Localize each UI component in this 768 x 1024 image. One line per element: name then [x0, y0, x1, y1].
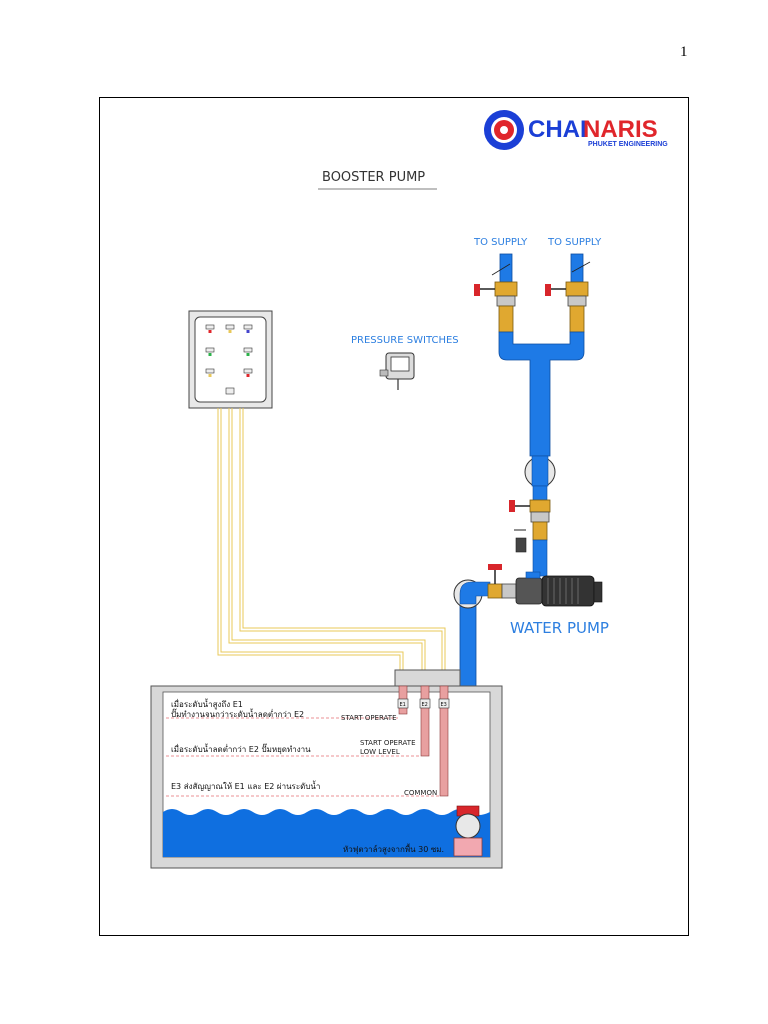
note-e3: E3 ส่งสัญญาณให้ E1 และ E2 ผ่านระดับน้ำ [171, 780, 320, 791]
pressure-switch-icon [379, 352, 415, 390]
supply-label-right: TO SUPPLY [547, 237, 602, 248]
valve-handle-icon [488, 564, 502, 570]
valve-handle-icon [509, 500, 515, 512]
drawing-frame [99, 97, 689, 936]
chainaris-logo: CHAI NARIS PHUKET ENGINEERING [484, 110, 668, 150]
tag-start-operate-low-2: LOW LEVEL [360, 748, 400, 756]
logo-name-part2: NARIS [583, 116, 658, 143]
note-e2: เมื่อระดับน้ำลดต่ำกว่า E2 ปั๊มหยุดทำงาน [171, 743, 311, 754]
page-number: 1 [680, 44, 688, 60]
foot-valve-note: หัวฟุตวาล์วสูงจากพื้น 30 ซม. [343, 843, 444, 855]
valve-handle-icon [545, 284, 551, 296]
foot-valve-icon [453, 837, 483, 857]
water-tank: E1 E2 E3 [150, 669, 503, 869]
note-e1-line1: เมื่อระดับน้ำสูงถึง E1 [171, 698, 243, 710]
water-body [163, 809, 490, 857]
water-pump-icon [515, 571, 603, 607]
valve-handle-icon [474, 284, 480, 296]
electrode-e2-label: E2 [422, 702, 428, 708]
diagram-title: BOOSTER PUMP [322, 170, 425, 185]
tag-start-operate: START OPERATE [341, 714, 397, 722]
logo-name-part1: CHAI [528, 116, 587, 143]
electrode-e1-label: E1 [400, 702, 406, 708]
signal-wires [217, 408, 446, 685]
tag-start-operate-low-1: START OPERATE [360, 739, 416, 747]
logo-subtitle: PHUKET ENGINEERING [588, 141, 668, 148]
tag-common: COMMON [404, 789, 437, 797]
pressure-switches-label: PRESSURE SWITCHES [351, 335, 459, 346]
supply-label-left: TO SUPPLY [473, 237, 528, 248]
note-e1-line2: ปั๊มทำงานจนกว่าระดับน้ำลดต่ำกว่า E2 [171, 708, 304, 719]
electrode-e3-label: E3 [441, 702, 447, 708]
water-pump-label: WATER PUMP [510, 619, 609, 637]
control-panel [188, 310, 273, 409]
